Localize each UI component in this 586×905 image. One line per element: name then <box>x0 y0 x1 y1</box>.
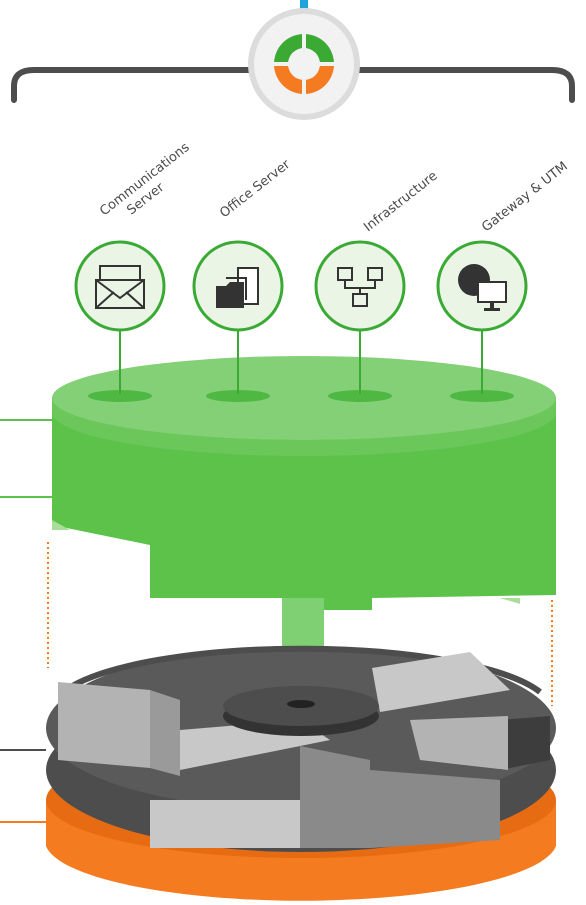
socket-3 <box>328 390 392 402</box>
module-label-gateway: Gateway & UTM <box>479 159 571 235</box>
top-connector <box>300 0 308 14</box>
socket-2 <box>206 390 270 402</box>
icon-circle-communications <box>74 240 166 394</box>
hub-logo <box>248 8 360 120</box>
bracket-line <box>11 67 575 103</box>
base-platform <box>46 645 556 901</box>
globe-monitor-icon <box>458 264 507 311</box>
envelope-icon <box>95 265 145 309</box>
folders-icon <box>216 267 259 308</box>
module-label-communications: Communications Server <box>97 138 205 232</box>
icon-circle-office-server <box>192 240 284 394</box>
module-label-infrastructure: Infrastructure <box>361 169 440 236</box>
module-label-office-server: Office Server <box>217 157 294 221</box>
icon-circle-gateway <box>436 240 528 394</box>
socket-4 <box>450 390 514 402</box>
socket-1 <box>88 390 152 402</box>
green-platform <box>52 356 556 663</box>
icon-circle-infrastructure <box>314 240 406 394</box>
network-icon <box>337 267 383 307</box>
